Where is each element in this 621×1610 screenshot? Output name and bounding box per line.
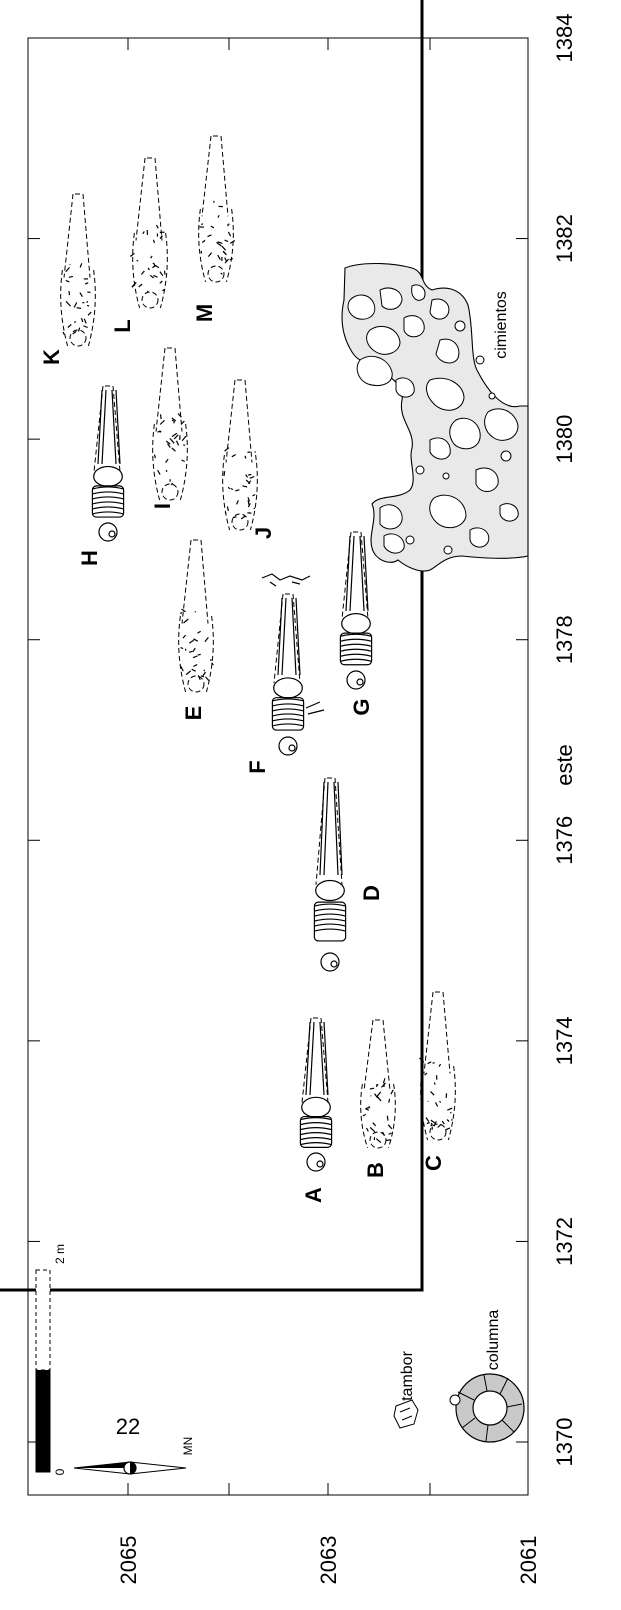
- burial-labels: A B C D E F G H I J K L M: [39, 304, 446, 1203]
- trench-outline: [0, 0, 424, 1292]
- east-tick-label: 1384: [552, 14, 577, 63]
- east-tick-label: 1382: [552, 214, 577, 263]
- burial-label-b: B: [363, 1162, 388, 1178]
- burials-group: [60, 135, 456, 1172]
- burial-label-j: J: [251, 527, 276, 539]
- east-tick-label: 1378: [552, 615, 577, 664]
- scale-bar-length: 2 m: [53, 1244, 67, 1264]
- east-axis-title: este: [552, 744, 577, 786]
- north-tick-label: 2061: [516, 1536, 541, 1585]
- foundation-stones: [341, 263, 529, 572]
- loose-bones-f: [261, 573, 325, 715]
- east-tick-label: 1380: [552, 415, 577, 464]
- burial-label-g: G: [349, 698, 374, 715]
- burial-label-c: C: [421, 1155, 446, 1171]
- north-arrow-label: MN: [181, 1437, 195, 1456]
- burial-label-k: K: [39, 349, 64, 365]
- column-feature: [449, 1373, 525, 1443]
- burial-m: [198, 135, 236, 283]
- east-tick-label: 1372: [552, 1217, 577, 1266]
- column-label: columna: [485, 1310, 502, 1371]
- east-tick-label: 1370: [552, 1418, 577, 1467]
- burial-b: [360, 1019, 396, 1149]
- burial-label-f: F: [245, 760, 270, 773]
- burial-label-h: H: [77, 550, 102, 566]
- burial-l: [129, 157, 168, 309]
- burial-j: [222, 379, 258, 531]
- map-frame: [27, 37, 529, 1496]
- burial-f: [271, 593, 305, 756]
- east-tick-label: 1376: [552, 816, 577, 865]
- burial-d: [313, 777, 347, 972]
- burial-label-d: D: [359, 885, 384, 901]
- north-arrow-number: 22: [116, 1414, 140, 1439]
- north-tick-label: 2065: [116, 1536, 141, 1585]
- scale-bar-zero: 0: [53, 1468, 67, 1475]
- burial-label-i: I: [150, 503, 175, 509]
- north-axis: 2065 2063 2061: [116, 38, 541, 1584]
- burial-label-e: E: [181, 706, 206, 721]
- east-axis: 1370 1372 1374 1376 1378 1380 1382 1384: [28, 14, 577, 1467]
- drum-label: tambor: [399, 1350, 416, 1400]
- scale-bar: [35, 1269, 51, 1473]
- burial-g: [339, 531, 373, 690]
- north-arrow: [73, 1461, 187, 1475]
- drum-feature: [393, 1399, 419, 1429]
- foundations-label: cimientos: [493, 291, 510, 359]
- burial-a: [299, 1017, 333, 1172]
- burial-label-m: M: [192, 304, 217, 322]
- burial-i: [152, 347, 188, 501]
- north-tick-label: 2063: [316, 1536, 341, 1585]
- burial-label-a: A: [301, 1187, 326, 1203]
- burial-label-l: L: [110, 319, 135, 332]
- east-tick-label: 1374: [552, 1016, 577, 1065]
- burial-h: [91, 385, 125, 542]
- burial-k: [60, 193, 96, 347]
- burial-c: [419, 991, 456, 1141]
- burial-e: [178, 539, 214, 693]
